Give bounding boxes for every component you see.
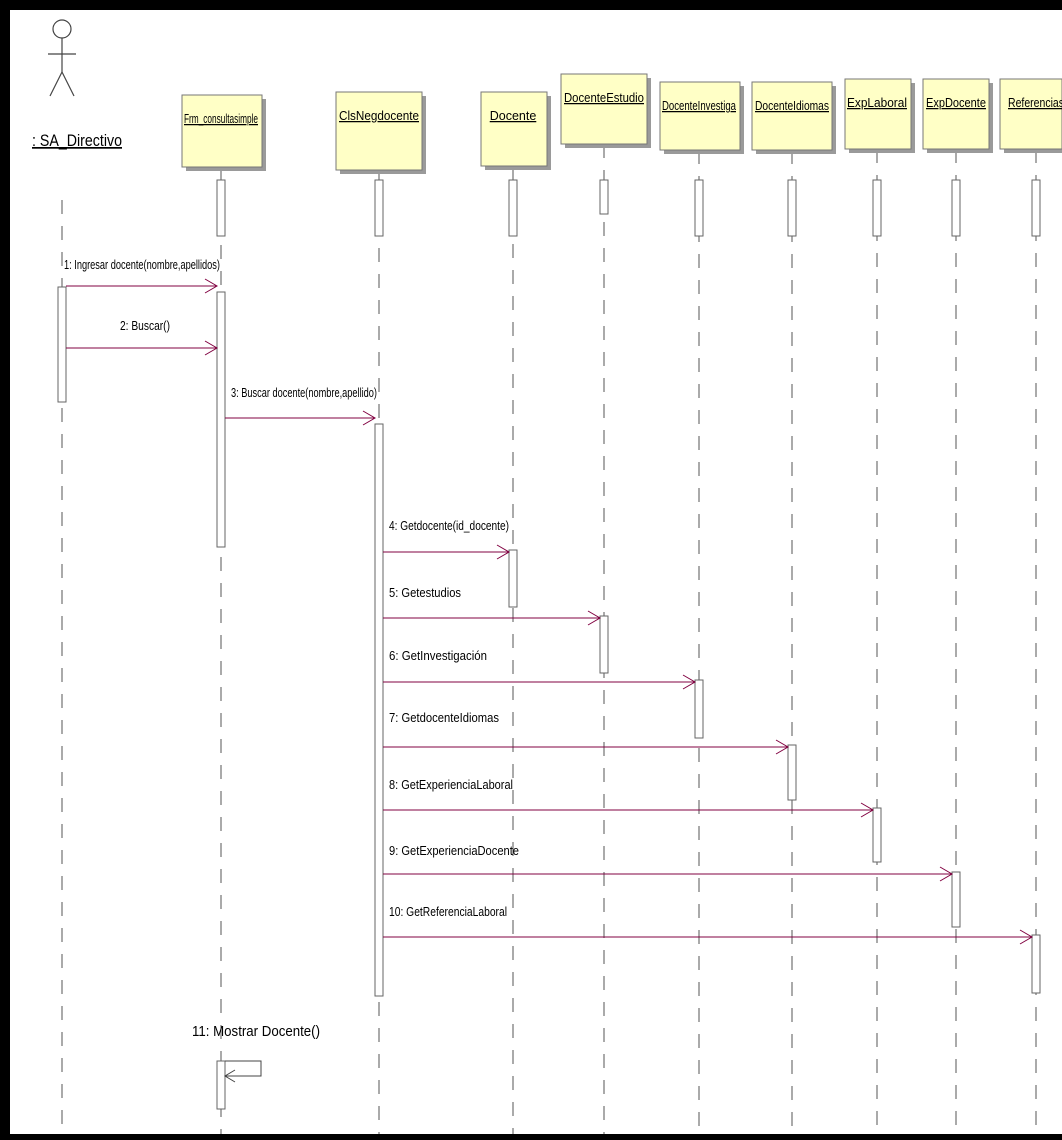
object-box-doc: Docente (480, 91, 551, 170)
activation-bar (374, 423, 384, 997)
activation-bar (216, 179, 226, 237)
activation-bar (57, 286, 67, 403)
sequence-diagram-canvas: Frm_consultasimple ClsNegdocente Docente Do… (10, 10, 1062, 1134)
message-9: 9: GetExperienciaDocente (383, 843, 953, 882)
message-5: 5: Getestudios (383, 585, 601, 626)
object-box-cls: ClsNegdocente (335, 91, 426, 174)
activation-bar (599, 615, 609, 674)
message-4: 4: Getdocente(id_docente) (383, 518, 510, 560)
object-box-exd: ExpDocente (922, 78, 993, 153)
activation-bar (787, 179, 797, 237)
message-6: 6: GetInvestigación (383, 648, 696, 690)
object-name: Frm_consultasimple (184, 112, 258, 126)
activation-bar (216, 1060, 226, 1110)
message-arrow (225, 1060, 262, 1077)
object-name: Docente (490, 109, 537, 123)
sequence-diagram: Frm_consultasimple ClsNegdocente Docente Do… (32, 19, 1062, 1134)
message-3: 3: Buscar docente(nombre,apellido) (225, 385, 377, 426)
activation-bar (1031, 934, 1041, 994)
object-name: ClsNegdocente (339, 109, 419, 123)
object-box-frm: Frm_consultasimple (181, 94, 266, 171)
message-label: 6: GetInvestigación (389, 648, 487, 663)
message-10: 10: GetReferenciaLaboral (383, 904, 1033, 945)
activation-bar (1031, 179, 1041, 237)
message-label: 11: Mostrar Docente() (192, 1023, 320, 1040)
message-11: 11: Mostrar Docente() (192, 1023, 320, 1083)
activation-bar (787, 744, 797, 801)
object-box-idi: DocenteIdiomas (751, 81, 836, 154)
object-box-ref: Referencias (999, 78, 1062, 153)
activation-bar (872, 807, 882, 863)
activation-bar (951, 871, 961, 928)
object-name: Referencias (1008, 96, 1062, 110)
activation-bar (951, 179, 961, 237)
message-label: 3: Buscar docente(nombre,apellido) (231, 385, 377, 400)
object-box-inv: DocenteInvestiga (659, 81, 744, 154)
message-label: 9: GetExperienciaDocente (389, 843, 519, 858)
message-1: 1: Ingresar docente(nombre,apellidos) (64, 257, 220, 294)
object-box-est: DocenteEstudio (560, 73, 651, 148)
activation-bar (216, 291, 226, 548)
message-label: 5: Getestudios (389, 585, 461, 600)
message-label: 2: Buscar() (120, 318, 170, 333)
object-name: ExpLaboral (847, 96, 907, 110)
activation-bar (872, 179, 882, 237)
object-name: ExpDocente (926, 96, 986, 110)
activation-bar (694, 179, 704, 237)
message-8: 8: GetExperienciaLaboral (383, 777, 874, 818)
activation-bar (694, 679, 704, 739)
activation-bar (599, 179, 609, 215)
message-label: 1: Ingresar docente(nombre,apellidos) (64, 257, 220, 272)
message-7: 7: GetdocenteIdiomas (383, 710, 789, 755)
message-label: 8: GetExperienciaLaboral (389, 777, 513, 792)
message-label: 7: GetdocenteIdiomas (389, 710, 499, 725)
activation-bar (508, 549, 518, 608)
object-name: DocenteInvestiga (662, 99, 736, 113)
actor-sa-directivo: : SA_Directivo (32, 19, 122, 150)
object-box-lab: ExpLaboral (844, 78, 915, 153)
activation-bar (508, 179, 518, 237)
message-label: 4: Getdocente(id_docente) (389, 518, 509, 533)
object-name: DocenteIdiomas (755, 99, 829, 113)
activation-bar (374, 179, 384, 237)
message-2: 2: Buscar() (66, 318, 218, 356)
object-name: DocenteEstudio (564, 91, 644, 105)
actor-name: : SA_Directivo (32, 131, 122, 150)
message-label: 10: GetReferenciaLaboral (389, 904, 507, 919)
